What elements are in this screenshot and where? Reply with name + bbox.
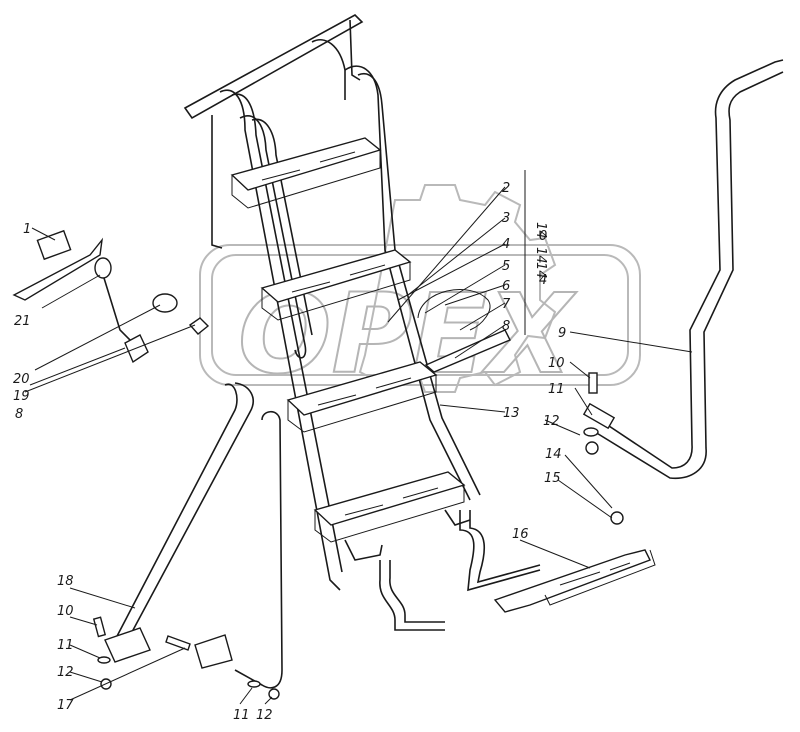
lower-step-bar — [379, 560, 445, 631]
callout-labels: 1 21 20 19 8 2 3 4 5 6 7 8 9 10 11 12 13… — [13, 181, 566, 723]
leader-lines — [24, 170, 693, 705]
left-handrail — [239, 115, 307, 359]
left-stringer-inner — [231, 93, 343, 573]
callout-8-right: 8 — [502, 319, 510, 334]
callout-20: 20 — [13, 372, 30, 387]
washer-11 — [583, 427, 599, 437]
callout-3: 3 — [502, 211, 510, 226]
callout-18: 18 — [57, 574, 74, 589]
callout-vertical-2: 0 — [539, 229, 547, 244]
callout-4: 4 — [502, 237, 510, 252]
top-rail-left-post — [211, 115, 223, 249]
bottom-foot-right — [444, 509, 471, 526]
right-handrail — [599, 59, 784, 469]
right-stringer-outer — [311, 39, 346, 100]
callout-vertical-3: 14 — [533, 262, 548, 279]
callout-8-left: 8 — [15, 407, 23, 422]
callout-2: 2 — [502, 181, 510, 196]
bracket-13 — [424, 329, 511, 373]
washer-11-bottom — [247, 680, 261, 688]
bolt-10 — [588, 372, 598, 394]
bolt-17 — [165, 635, 191, 651]
nut-12-bottom — [268, 688, 280, 700]
top-rail — [183, 14, 364, 120]
left-support-foot-tube — [234, 410, 283, 689]
callout-13: 13 — [503, 406, 520, 421]
callout-10-right: 10 — [548, 356, 565, 371]
cable-6 — [417, 289, 491, 331]
clamp-1 — [12, 237, 104, 301]
lower-step-bar-2 — [459, 510, 541, 592]
callout-17: 17 — [57, 698, 74, 713]
callout-6: 6 — [502, 279, 510, 294]
callout-9: 9 — [558, 326, 566, 341]
callout-19: 19 — [13, 389, 30, 404]
callout-12-right: 12 — [543, 414, 560, 429]
step-1 — [230, 137, 382, 191]
foot-plate-18 — [104, 627, 151, 663]
nut-8 — [188, 317, 210, 335]
bushing-19 — [152, 293, 178, 313]
handrail-end-plate — [582, 402, 616, 430]
eye-21 — [94, 257, 112, 279]
callout-12-bottom: 12 — [256, 708, 273, 723]
callout-11-bottom: 11 — [233, 708, 250, 723]
nut-12 — [585, 441, 599, 455]
left-handrail-inner — [251, 118, 313, 336]
callout-15: 15 — [544, 471, 561, 486]
callout-7: 7 — [502, 297, 511, 312]
callout-11-left: 11 — [57, 638, 74, 653]
callout-14: 14 — [545, 447, 562, 462]
callout-21: 21 — [14, 314, 31, 329]
foot-plate-17 — [194, 634, 233, 669]
callout-5: 5 — [502, 259, 510, 274]
callout-14-alt: 14 — [533, 247, 548, 264]
bottom-foot-left — [344, 539, 383, 561]
right-handrail-inner — [594, 71, 784, 479]
callout-16: 16 — [512, 527, 529, 542]
callout-vertical-4: 4 — [539, 273, 547, 288]
callout-12-left: 12 — [57, 665, 74, 680]
ladder-frame — [183, 14, 481, 591]
callout-vertical-1: 14 — [533, 222, 548, 239]
left-support-18 — [114, 382, 254, 646]
step-4 — [313, 471, 466, 526]
callout-10-left: 10 — [57, 604, 74, 619]
left-stringer-outer — [219, 89, 341, 591]
clamp-1-body — [36, 229, 72, 261]
washer-11-lower — [97, 656, 111, 664]
callout-1: 1 — [23, 222, 31, 237]
bolt-10-lower — [92, 616, 107, 638]
top-rail-right-post — [349, 19, 361, 81]
pin-15 — [610, 511, 624, 525]
right-stringer-inner — [357, 73, 481, 496]
callout-11-right: 11 — [548, 382, 565, 397]
